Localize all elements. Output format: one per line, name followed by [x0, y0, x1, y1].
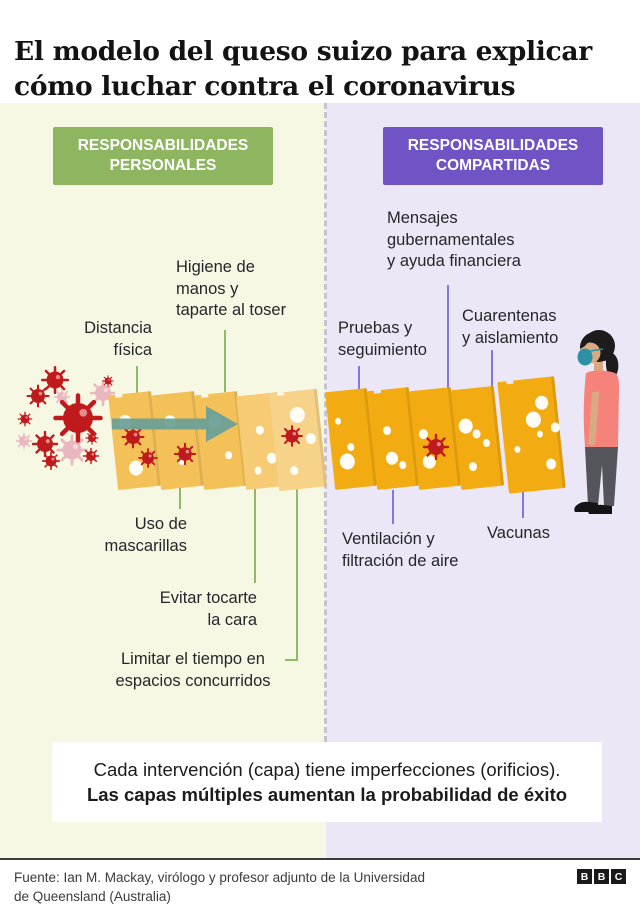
virus-icon — [41, 451, 61, 471]
cheese-slice — [451, 385, 505, 490]
virus-icon — [422, 433, 450, 461]
label-mask-use: Uso de mascarillas — [104, 515, 187, 555]
person-figure — [574, 330, 619, 514]
label-quarantine-isolation: Cuarentenas y aislamiento — [462, 307, 559, 347]
virus-icon — [102, 375, 114, 387]
virus-icon — [82, 447, 100, 465]
virus-icon — [173, 442, 197, 466]
connector-limit-crowded-vertical — [296, 485, 298, 660]
bbc-logo-letter: C — [611, 869, 626, 884]
cheese-slice — [269, 388, 327, 492]
label-physical-distance: Distancia física — [84, 319, 152, 359]
note-line-2: Las capas múltiples aumentan la probabil… — [86, 783, 568, 805]
label-vaccines: Vacunas — [487, 524, 550, 542]
connector-hand-hygiene — [224, 330, 226, 392]
cheese-slice — [367, 387, 420, 490]
footer: Fuente: Ian M. Mackay, virólogo y profes… — [0, 858, 640, 913]
source-attribution: Fuente: Ian M. Mackay, virólogo y profes… — [14, 870, 425, 904]
virus-icon — [17, 411, 33, 427]
shared-cheese-slices — [325, 376, 566, 494]
virus-icon — [56, 434, 88, 466]
connector-ventilation — [392, 490, 394, 524]
connector-vaccines — [522, 490, 524, 518]
connector-government-messages — [447, 285, 449, 395]
virus-icon — [40, 365, 70, 395]
shared-responsibilities-badge: RESPONSABILIDADES COMPARTIDAS — [383, 127, 603, 185]
virus-icon — [15, 432, 33, 450]
cheese-slice — [497, 376, 566, 494]
virus-icon — [281, 425, 303, 447]
label-hand-hygiene: Higiene de manos y taparte al toser — [176, 258, 287, 319]
label-government-messages: Mensajes gubernamentales y ayuda financi… — [387, 209, 521, 270]
label-avoid-touching-face: Evitar tocarte la cara — [159, 589, 257, 629]
label-limit-crowded-spaces: Limitar el tiempo en espacios concurrido… — [115, 650, 271, 690]
connector-mask-use — [179, 487, 181, 509]
note-line-1: Cada intervención (capa) tiene imperfecc… — [93, 758, 561, 780]
virus-cluster — [15, 365, 117, 471]
personal-responsibilities-badge: RESPONSABILIDADES PERSONALES — [53, 127, 273, 185]
page-title: El modelo del queso suizo para explicar … — [14, 35, 592, 102]
bbc-logo: B B C — [577, 869, 626, 884]
connector-quarantine-isolation — [491, 350, 493, 393]
virus-icon — [31, 430, 59, 458]
label-testing-tracing: Pruebas y seguimiento — [338, 319, 427, 359]
label-ventilation-filtration: Ventilación y filtración de aire — [342, 530, 459, 570]
cheese-slice — [151, 391, 204, 490]
virus-icon — [56, 396, 101, 441]
cheese-slice — [325, 388, 378, 490]
cheese-model-illustration — [15, 330, 619, 514]
bbc-logo-letter: B — [594, 869, 609, 884]
bbc-logo-letter: B — [577, 869, 592, 884]
note-box: Cada intervención (capa) tiene imperfecc… — [52, 742, 602, 822]
connector-avoid-touching-face — [254, 483, 256, 583]
connector-testing-tracing — [358, 366, 360, 395]
arrow-icon — [112, 406, 238, 442]
connector-limit-crowded-horizontal — [285, 659, 298, 661]
column-divider-dashed-line — [324, 103, 327, 742]
virus-icon — [121, 425, 145, 449]
virus-icon — [138, 448, 158, 468]
connector-physical-distance — [136, 366, 138, 393]
